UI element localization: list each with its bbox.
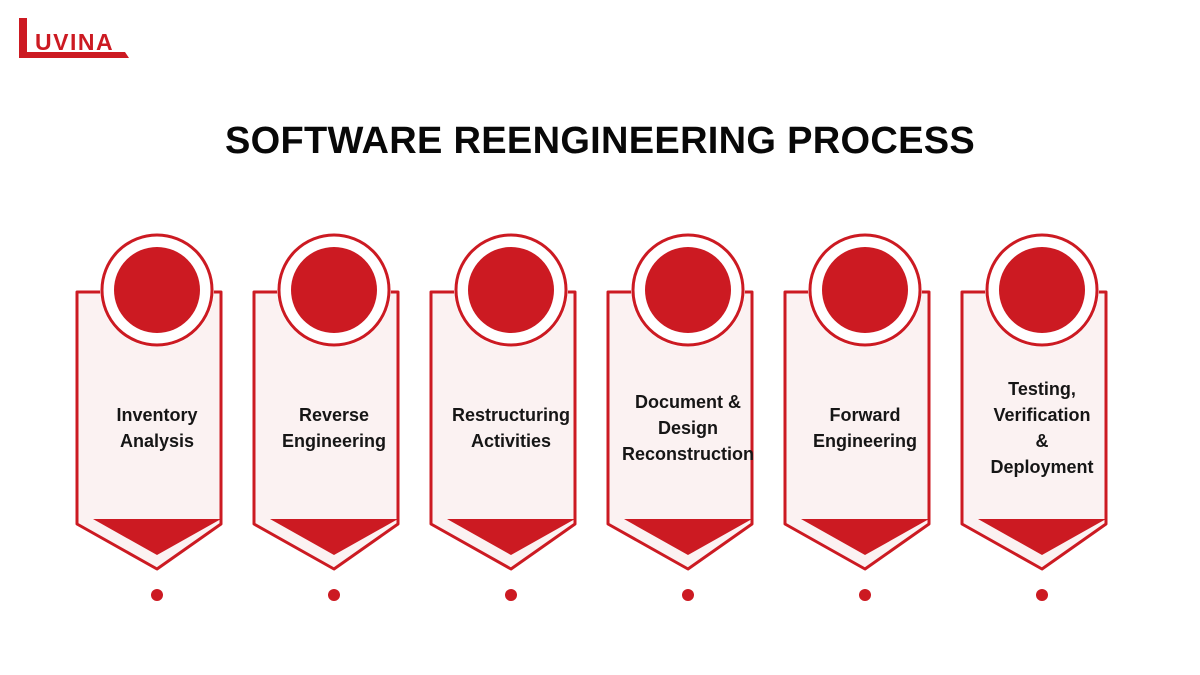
step-card-inventory-analysis: Inventory Analysis xyxy=(75,232,239,602)
step-badge-circle xyxy=(468,247,554,333)
badge-ring xyxy=(100,233,214,347)
step-badge-circle xyxy=(114,247,200,333)
timeline-dot xyxy=(859,589,871,601)
badge-ring xyxy=(985,233,1099,347)
card-chevron-band xyxy=(270,519,398,555)
luvina-logo: UVINA xyxy=(17,16,137,62)
step-label: Reverse Engineering xyxy=(281,405,386,451)
timeline-dot xyxy=(328,589,340,601)
step-label: Testing, Verification & Deployment xyxy=(990,379,1094,477)
page-title: SOFTWARE REENGINEERING PROCESS xyxy=(224,120,976,162)
step-badge-circle xyxy=(822,247,908,333)
card-chevron-band xyxy=(447,519,575,555)
timeline-dot xyxy=(505,589,517,601)
step-label: Inventory Analysis xyxy=(116,405,198,451)
card-chevron-band xyxy=(624,519,752,555)
step-card-restructuring-activities: Restructuring Activities xyxy=(429,232,593,602)
badge-ring xyxy=(631,233,745,347)
step-card-document-design-reconstruction: Document & Design Reconstruction xyxy=(606,232,770,602)
step-label: Document & Design Reconstruction xyxy=(622,392,755,464)
timeline-dot xyxy=(682,589,694,601)
card-chevron-band xyxy=(978,519,1106,555)
card-chevron-band xyxy=(801,519,929,555)
step-label: Restructuring Activities xyxy=(451,405,570,451)
step-card-testing-verification-deployment: Testing, Verification & Deployment xyxy=(960,232,1124,602)
timeline-dot xyxy=(1036,589,1048,601)
card-chevron-band xyxy=(93,519,221,555)
badge-ring xyxy=(454,233,568,347)
badge-ring xyxy=(808,233,922,347)
step-badge-circle xyxy=(999,247,1085,333)
step-label: Forward Engineering xyxy=(812,405,917,451)
step-badge-circle xyxy=(291,247,377,333)
step-card-reverse-engineering: Reverse Engineering xyxy=(252,232,416,602)
step-badge-circle xyxy=(645,247,731,333)
timeline-dot xyxy=(151,589,163,601)
logo-wordmark: UVINA xyxy=(35,29,114,55)
badge-ring xyxy=(277,233,391,347)
step-card-forward-engineering: Forward Engineering xyxy=(783,232,947,602)
